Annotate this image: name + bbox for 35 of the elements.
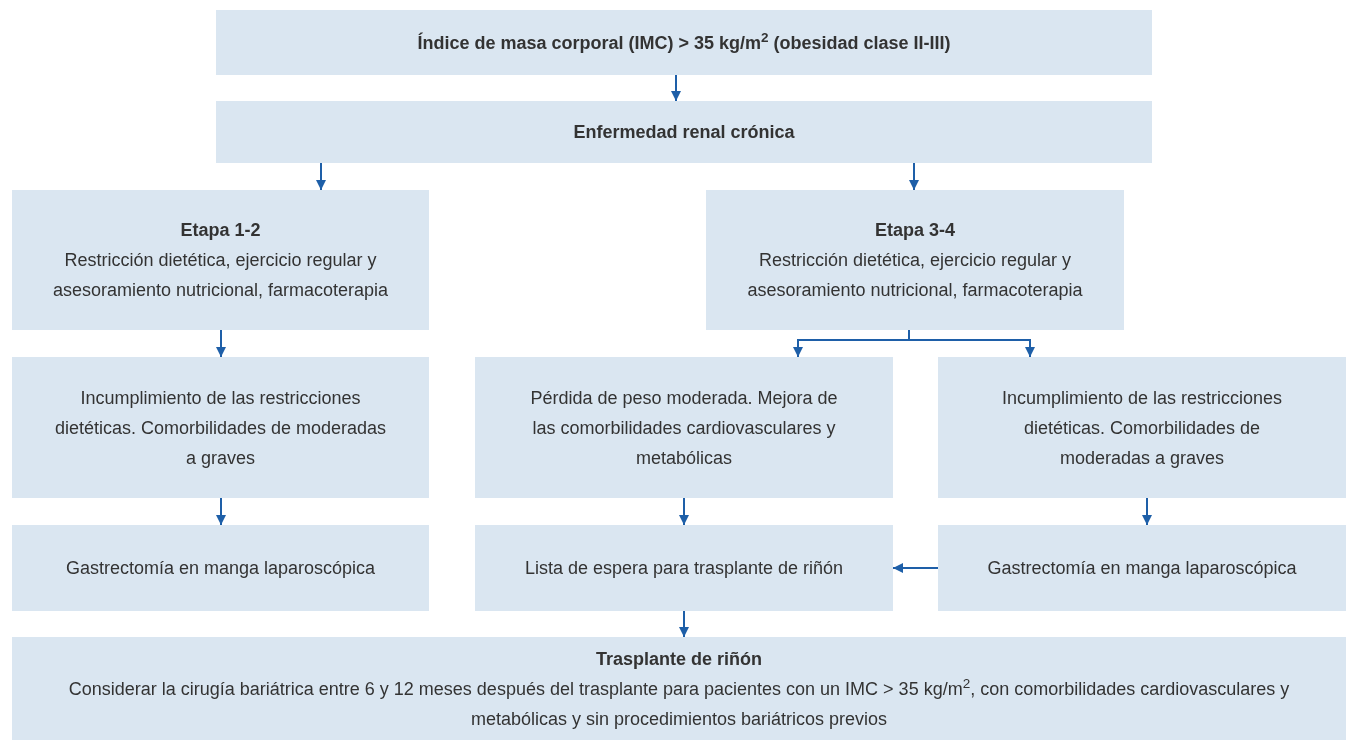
arrow: [909, 162, 919, 191]
arrow: [1142, 497, 1152, 526]
box-text: Incumplimiento de las restricciones dietéticas. Comorbilidades de moderadas a graves: [1000, 386, 1284, 470]
box-text: Gastrectomía en manga laparoscópica: [987, 557, 1297, 580]
process-box: [12, 525, 429, 611]
box-heading: Etapa 1-2: [180, 219, 261, 242]
process-box: [12, 357, 429, 498]
box-text: Restricción dietética, ejercicio regular y asesoramiento nutricional, farmacoterapia: [746, 249, 1084, 302]
box-text: Pérdida de peso moderada. Mejora de las comorbilidades cardiovasculares y metabólicas: [529, 386, 839, 470]
arrow: [679, 610, 689, 638]
process-box: [706, 190, 1124, 330]
arrow: [316, 162, 326, 191]
box-heading: Etapa 3-4: [874, 219, 955, 242]
box-text: Restricción dietética, ejercicio regular y asesoramiento nutricional, farmacoterapia: [51, 249, 390, 302]
process-box: [475, 357, 893, 498]
box-heading: Enfermedad renal crónica: [573, 121, 795, 144]
box-heading: Trasplante de riñón: [595, 647, 762, 671]
process-box: [216, 101, 1152, 163]
box-text: Gastrectomía en manga laparoscópica: [65, 557, 376, 580]
arrow: [216, 329, 226, 358]
box-heading: Índice de masa corporal (IMC) > 35 kg/m$^{2}$ (obesidad clase II-III): [417, 28, 951, 55]
arrow: [908, 329, 1035, 358]
box-text: Lista de espera para trasplante de riñón: [524, 557, 844, 580]
box-text: Incumplimiento de las restricciones dietéticas. Comorbilidades de moderadas a graves: [53, 386, 388, 470]
process-box: [216, 10, 1152, 75]
arrow: [671, 74, 681, 102]
process-box: [938, 525, 1346, 611]
arrow: [892, 563, 939, 573]
box-text: Considerar la cirugía bariátrica entre 6 y 12 meses después del trasplante para pacientes con un IMC > 35 kg/m$^{2}$, con comorbilidades cardiovasculares y metabólicas y sin procedimientos bariátricos previos: [67, 674, 1291, 731]
process-box: [12, 637, 1346, 740]
arrow: [216, 497, 226, 526]
process-box: [12, 190, 429, 330]
process-box: [938, 357, 1346, 498]
process-box: [475, 525, 893, 611]
arrow: [679, 497, 689, 526]
